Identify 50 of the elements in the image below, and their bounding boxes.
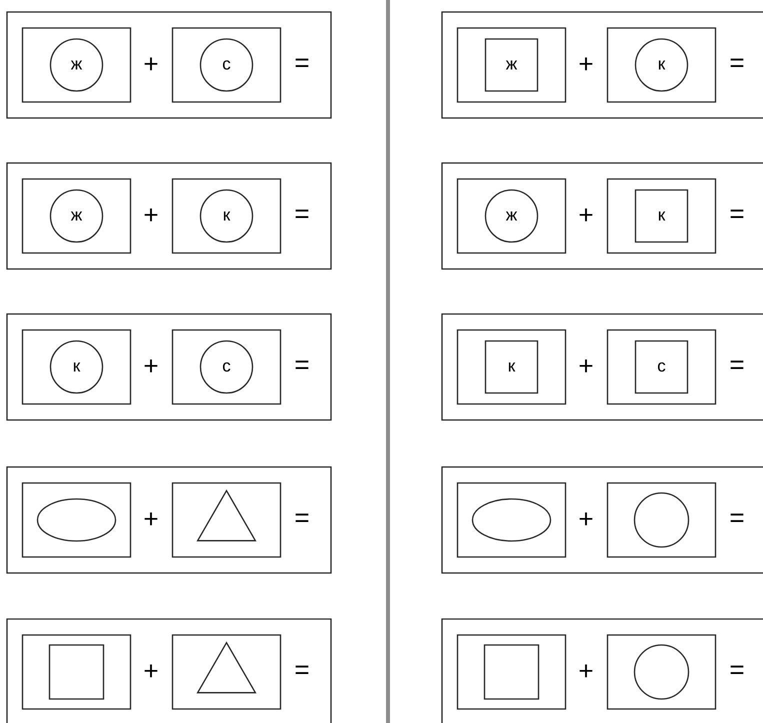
equals-sign: = — [730, 58, 744, 68]
ellipse-shape — [36, 498, 116, 542]
square-shape — [48, 644, 104, 700]
plus-sign: + — [580, 360, 592, 372]
equals-sign: = — [730, 666, 744, 674]
frame-box — [22, 27, 132, 103]
frame-box — [22, 178, 132, 254]
letter-square: ж — [484, 38, 538, 92]
frame-box — [456, 634, 566, 710]
plus-sign: + — [580, 512, 592, 526]
frame-box — [172, 634, 282, 710]
plus-sign: + — [580, 664, 592, 678]
frame-box — [22, 329, 132, 405]
equals-sign: = — [296, 514, 308, 522]
frame-box — [22, 634, 132, 710]
ellipse-shape — [472, 498, 552, 542]
square-shape — [484, 644, 540, 700]
frame-box — [456, 27, 566, 103]
frame-box — [456, 482, 566, 558]
plus-sign: + — [144, 664, 158, 678]
equals-sign: = — [296, 210, 308, 218]
equals-sign: = — [296, 58, 308, 68]
equals-sign: = — [296, 360, 308, 370]
plus-sign: + — [144, 58, 158, 70]
frame-box — [606, 482, 716, 558]
frame-box — [22, 482, 132, 558]
frame-box — [606, 634, 716, 710]
frame-box — [172, 482, 282, 558]
frame-box — [172, 178, 282, 254]
frame-box — [456, 178, 566, 254]
plus-sign: + — [580, 208, 592, 222]
circle-shape — [634, 492, 690, 548]
circle-shape — [634, 644, 690, 700]
plus-sign: + — [144, 208, 158, 222]
letter-square: к — [484, 340, 538, 394]
plus-sign: + — [144, 512, 158, 526]
frame-box — [606, 178, 716, 254]
equals-sign: = — [296, 666, 308, 674]
frame-box — [172, 329, 282, 405]
frame-box — [606, 329, 716, 405]
frame-box — [456, 329, 566, 405]
equals-sign: = — [730, 210, 744, 218]
frame-box — [606, 27, 716, 103]
plus-sign: + — [580, 58, 592, 70]
letter-square: к — [634, 189, 688, 243]
letter-square: с — [634, 340, 688, 394]
plus-sign: + — [144, 360, 158, 372]
equals-sign: = — [730, 360, 744, 370]
equals-sign: = — [730, 514, 744, 522]
frame-box — [172, 27, 282, 103]
